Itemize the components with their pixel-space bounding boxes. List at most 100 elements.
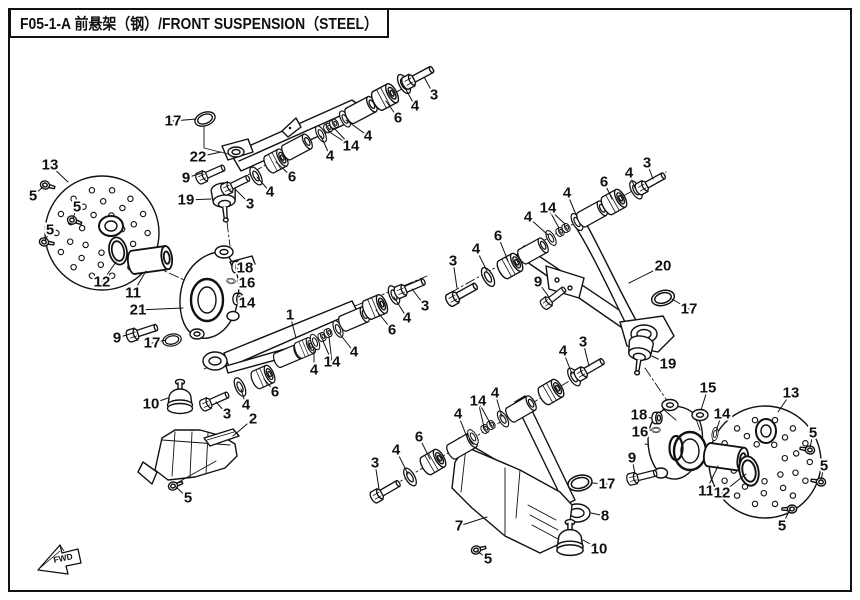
disc-hole [789,492,797,499]
part-callout-4: 4 [392,442,401,459]
part-callout-9: 9 [113,330,121,347]
part-callout-4: 4 [411,98,420,115]
part-callout-13: 13 [42,157,59,174]
disc-hole [80,203,87,210]
leader-line [345,119,369,137]
part-callout-16: 16 [239,275,256,292]
title-box: F05-1-A 前悬架（钢）/FRONT SUSPENSION（STEEL） [9,8,389,38]
disc-hole [66,238,74,245]
part-callout-3: 3 [449,253,457,270]
disc-hole [792,450,800,457]
leader-line [646,162,654,180]
leader-line [547,207,560,229]
part-callout-5: 5 [484,551,492,568]
disc-hole [802,477,809,484]
leader-line [197,151,222,158]
part-callout-6: 6 [394,110,402,127]
disc-hole [99,198,107,205]
brake-disc-right [708,405,822,519]
part-callout-4: 4 [625,165,634,182]
leader-line [328,336,333,363]
leader-line [172,118,197,122]
fwd-label: FWD [52,551,73,565]
leader-line [338,332,355,353]
part-callout-4: 4 [559,343,568,360]
leader-line [322,340,333,363]
disc-hole [70,195,77,203]
leader-line [477,400,485,428]
leader-line [263,378,276,393]
disc-hole [761,478,768,485]
disc-hole [802,440,809,447]
upper-a-arm-right-assembly [516,213,675,353]
disc-hole [771,416,779,424]
leader-line [242,266,246,269]
steering-knuckle-left [179,245,256,340]
part-callout-4: 4 [266,184,275,201]
leader-line [289,314,297,339]
disc-hole [144,229,151,237]
leader-line [700,387,709,411]
leader-line [494,392,503,418]
leader-line [628,172,636,189]
part-callout-2: 2 [249,411,257,428]
leader-line [562,350,573,375]
part-callout-19: 19 [660,356,677,373]
leader-line [820,465,825,481]
leader-line [477,400,491,424]
leader-line [150,397,169,405]
disc-hole [771,500,779,508]
leader-line [403,85,416,107]
part-callout-12: 12 [714,485,731,502]
part-callout-6: 6 [494,228,502,245]
disc-hole [130,221,138,228]
part-callout-4: 4 [350,344,359,361]
leader-line [476,550,489,560]
leader-line [232,418,254,437]
part-callout-3: 3 [371,455,379,472]
leader-line [240,388,247,406]
part-callout-5: 5 [46,222,54,239]
callout-leader-lines [32,76,825,560]
part-callout-5: 5 [778,518,786,535]
leader-line [475,248,488,272]
leader-line [582,539,600,550]
disc-hole [721,477,728,484]
part-callout-5: 5 [29,188,37,205]
part-callout-4: 4 [326,148,335,165]
part-callout-21: 21 [130,302,147,319]
leader-line [132,270,147,294]
leader-line [395,449,409,475]
disc-hole [751,416,759,424]
part-callout-4: 4 [403,310,412,327]
part-callout-14: 14 [239,295,256,312]
lower-a-arm-right-assembly [451,395,591,554]
leader-line [547,207,566,225]
disc-hole [82,241,89,249]
disc-hole [53,229,60,237]
part-callout-6: 6 [388,322,396,339]
leader-line [320,135,331,157]
disc-hole [88,187,96,194]
leader-line [101,261,117,283]
leader-line [638,414,652,419]
leader-line [327,130,352,147]
disc-hole [88,272,96,279]
leader-line [393,296,408,319]
leader-line [44,229,51,242]
part-callout-10: 10 [591,541,608,558]
leader-line [671,298,690,310]
leader-line [215,401,228,415]
leader-line [721,473,747,494]
leader-line [631,457,636,475]
leader-line [603,181,613,200]
disc-hole [70,263,77,271]
leader-line [243,298,248,304]
part-callout-15: 15 [700,380,717,397]
disc-hole [78,224,86,232]
part-callout-6: 6 [600,174,608,191]
part-callout-19: 19 [178,192,195,209]
disc-hole [743,432,751,440]
